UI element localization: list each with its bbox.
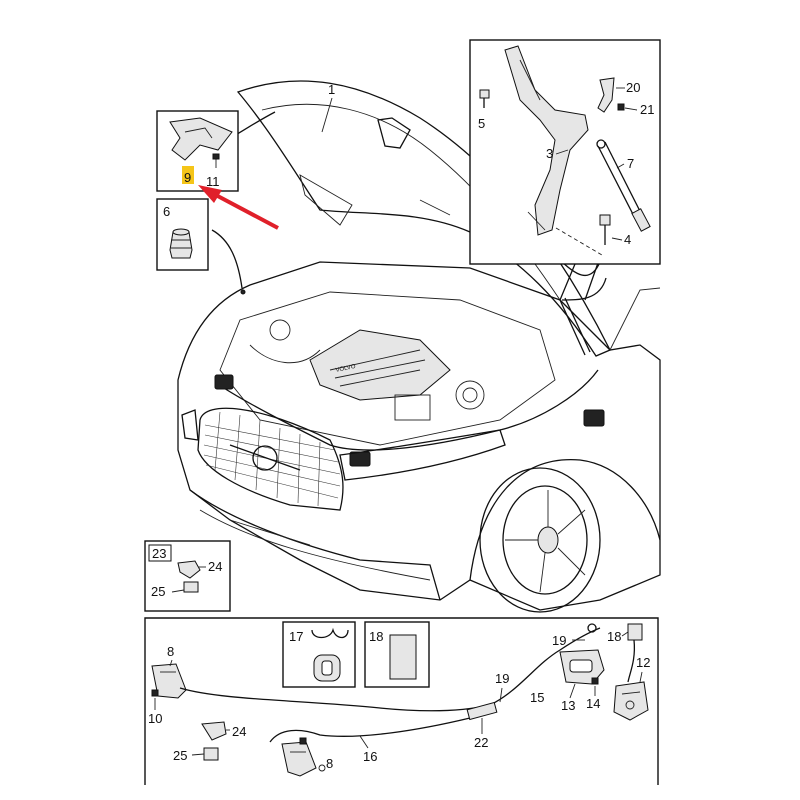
hood (236, 80, 611, 357)
car-body (177, 261, 661, 611)
callout-19b: 19 (552, 633, 566, 648)
callout-1: 1 (328, 82, 335, 97)
callout-22: 22 (474, 735, 488, 750)
callout-18a: 18 (369, 629, 383, 644)
callout-12: 12 (636, 655, 650, 670)
car-illustration: VOLVO (177, 80, 661, 613)
bottom-cable-panel: 17 18 8 10 22 19 15 13 14 19 (144, 617, 659, 785)
callout-8b: 8 (326, 756, 333, 771)
callout-9: 9 (184, 170, 191, 185)
callout-25a: 25 (151, 584, 165, 599)
callout-21: 21 (640, 102, 654, 117)
front-wheel (479, 467, 601, 613)
callout-11: 11 (206, 174, 220, 189)
callout-10: 10 (148, 711, 162, 726)
svg-text:VOLVO: VOLVO (335, 364, 356, 374)
callout-8a: 8 (167, 644, 174, 659)
callout-3: 3 (546, 146, 553, 161)
callout-24b: 24 (232, 724, 246, 739)
callout-14: 14 (586, 696, 600, 711)
red-pointer-arrow (198, 185, 279, 230)
callout-4: 4 (624, 232, 631, 247)
inset-9-11: 9 11 (156, 110, 239, 192)
inset-23-24-25: 23 24 25 (144, 540, 231, 612)
callout-24a: 24 (208, 559, 222, 574)
front-grille (197, 407, 344, 511)
callout-16: 16 (363, 749, 377, 764)
callout-19a: 19 (495, 671, 509, 686)
callout-17: 17 (289, 629, 303, 644)
callout-25b: 25 (173, 748, 187, 763)
inset-hinge-strut: 20 21 5 3 7 4 (469, 39, 661, 265)
highlight-9 (182, 166, 194, 184)
callout-5: 5 (478, 116, 485, 131)
cable-15 (179, 627, 601, 712)
callout-15: 15 (530, 690, 544, 705)
callout-20: 20 (626, 80, 640, 95)
inset-6: 6 (156, 198, 209, 271)
callout-23: 23 (152, 546, 166, 561)
callout-7: 7 (627, 156, 634, 171)
callout-13: 13 (561, 698, 575, 713)
callout-6: 6 (163, 204, 170, 219)
cable-16 (269, 717, 471, 743)
callout-18b: 18 (607, 629, 621, 644)
